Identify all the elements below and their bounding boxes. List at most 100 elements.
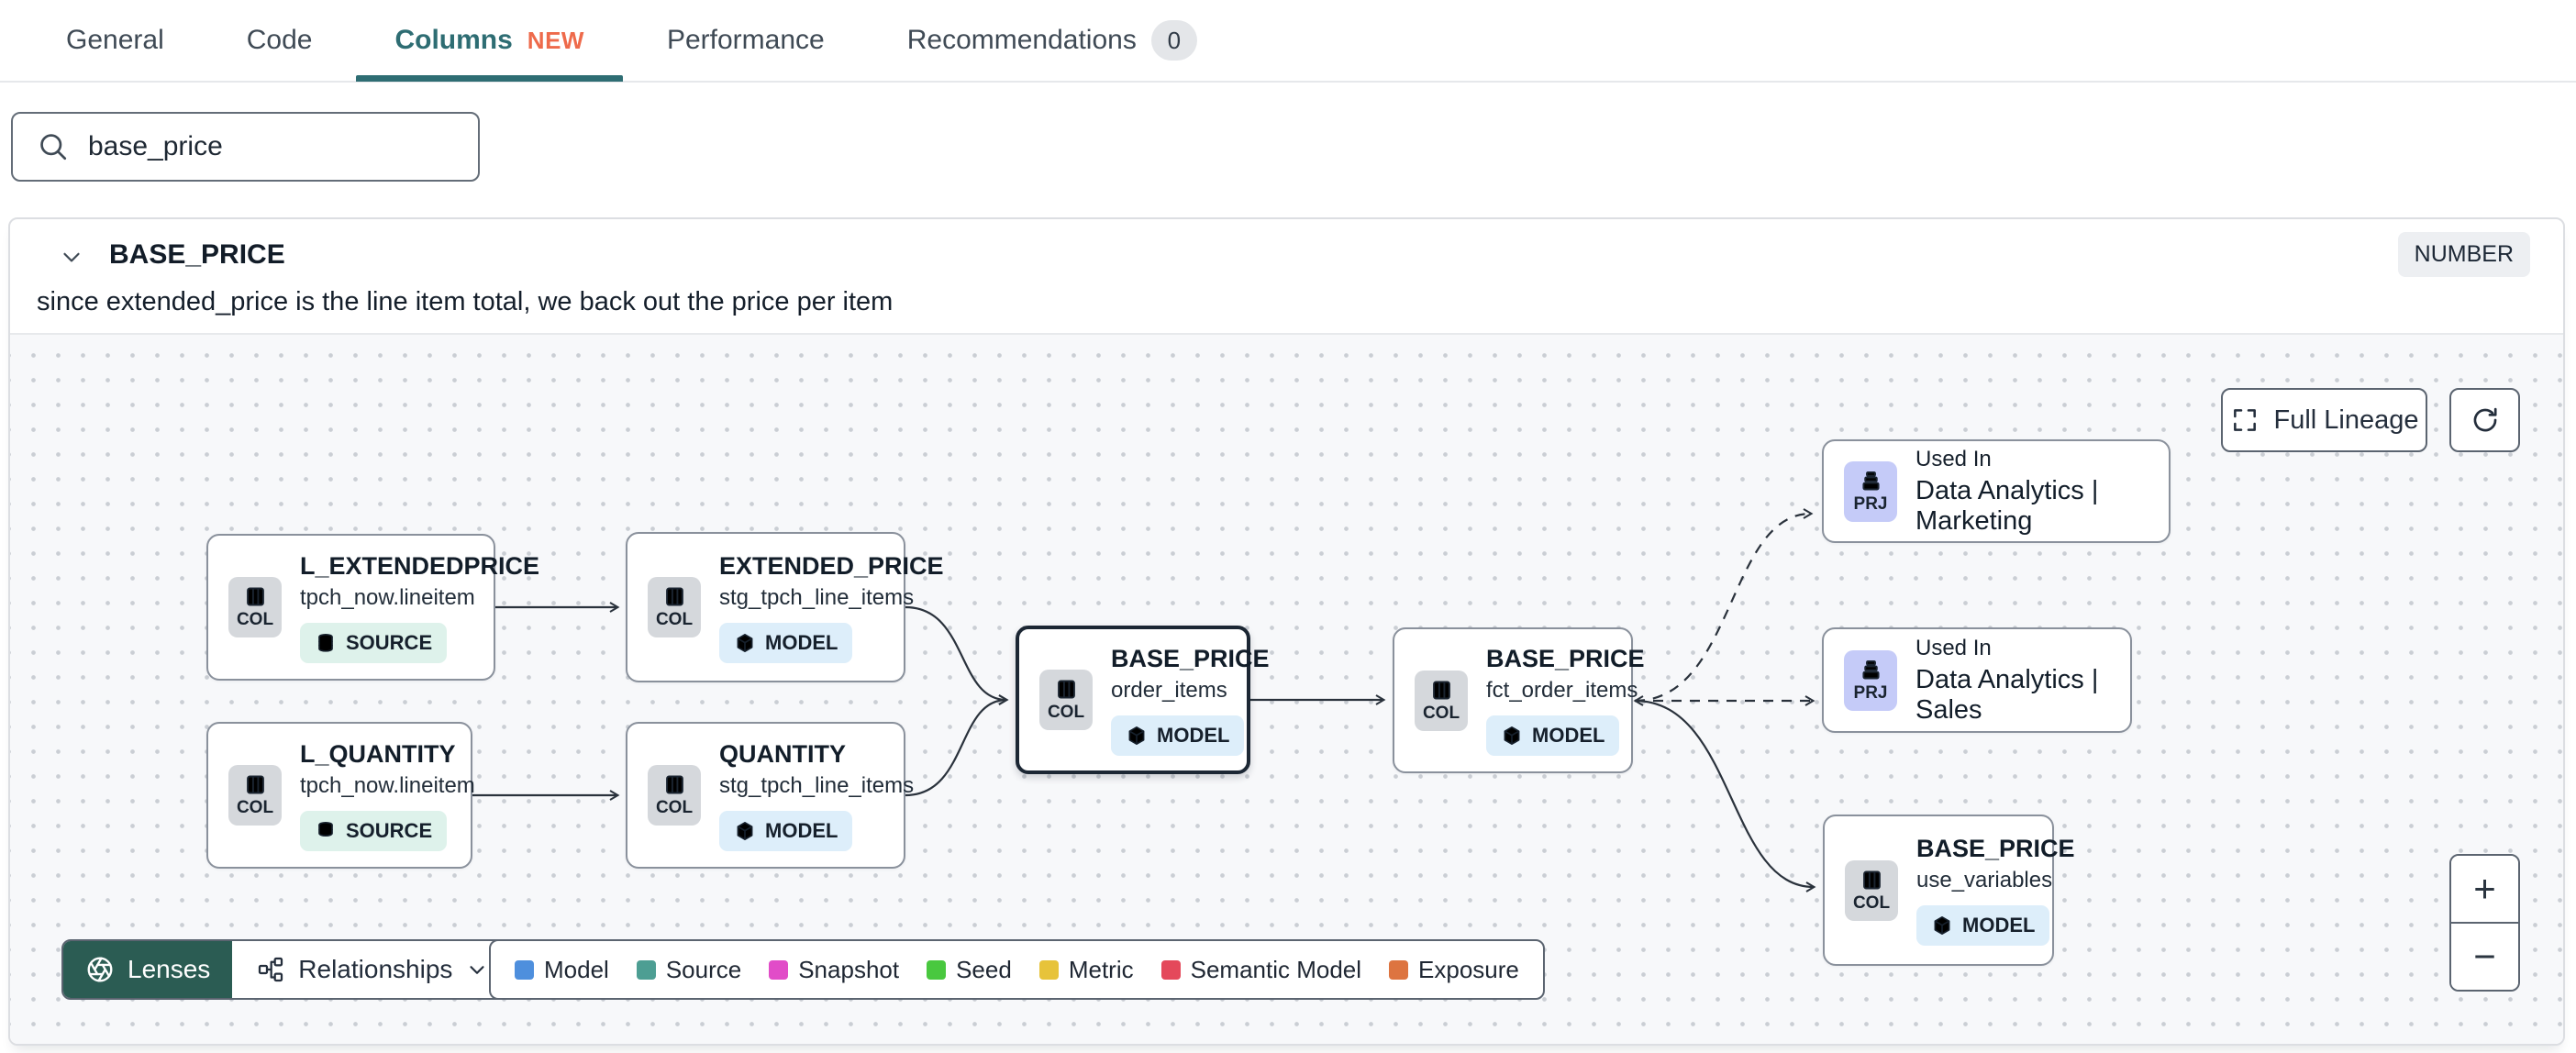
legend-item-source: Source [636,955,742,984]
kind-label: COL [655,798,694,817]
relationships-dropdown[interactable]: Relationships [232,941,514,998]
resource-type-pill: MODEL [719,622,853,663]
resource-type-pill: MODEL [719,810,853,851]
node-subtitle: fct_order_items [1486,678,1638,703]
exposure-name: Data Analytics | Marketing [1915,475,2099,536]
model-cube-icon [737,633,753,652]
legend-label: Exposure [1418,955,1519,983]
node-l-quantity[interactable]: COL L_QUANTITY tpch_now.lineitem SOURCE [206,722,475,869]
used-in-label: Used In [1915,635,1992,660]
node-title: L_EXTENDEDPRICE [300,551,540,580]
tab-label: Columns [394,25,513,55]
model-cube-icon [1128,726,1145,745]
project-icon [1861,660,1880,679]
column-description: since extended_price is the line item to… [37,287,894,316]
node-used-in-sales[interactable]: PRJ Used In Data Analytics | Sales [1822,627,2132,733]
col-kind-badge: COL [648,577,701,637]
col-kind-badge: COL [1415,670,1468,731]
prj-kind-badge: PRJ [1844,649,1897,711]
legend-label: Source [665,955,742,983]
node-subtitle: stg_tpch_line_items [719,772,915,798]
node-base-price-fct-order-items[interactable]: COL BASE_PRICE fct_order_items MODEL [1393,627,1645,773]
kind-label: COL [1047,703,1085,722]
legend-swatch [515,959,534,980]
model-cube-icon [1504,726,1520,746]
legend-label: Model [544,955,609,983]
columns-icon [246,775,264,794]
tab-performance[interactable]: Performance [667,0,825,82]
pill-label: MODEL [1157,723,1230,747]
new-badge: NEW [527,26,584,54]
kind-label: PRJ [1853,682,1888,703]
node-used-in-marketing[interactable]: PRJ Used In Data Analytics | Marketing [1822,439,2171,543]
collapse-chevron-icon[interactable] [58,243,85,271]
node-title: BASE_PRICE [1111,644,1270,672]
resource-type-pill: MODEL [1916,905,2050,946]
legend-label: Snapshot [798,955,900,983]
pill-label: MODEL [765,818,838,842]
resource-type-pill: MODEL [1111,715,1245,756]
search-input[interactable] [88,131,454,162]
relationships-icon [259,957,283,982]
node-title: BASE_PRICE [1486,645,1645,672]
aperture-icon [87,957,113,982]
model-cube-icon [1934,915,1950,936]
search-icon [40,134,67,161]
database-icon [318,633,333,652]
project-icon [1861,471,1880,490]
tab-columns[interactable]: Columns NEW [356,0,623,82]
node-subtitle: order_items [1111,677,1227,703]
col-kind-badge: COL [1039,670,1093,730]
node-l-extendedprice[interactable]: COL L_EXTENDEDPRICE tpch_now.lineitem SO… [206,534,539,681]
legend-label: Seed [956,955,1012,983]
tab-label: Recommendations [906,25,1137,55]
prj-kind-badge: PRJ [1844,460,1897,522]
count-badge: 0 [1150,20,1197,61]
database-icon [318,821,333,837]
refresh-button[interactable] [2449,388,2520,452]
tab-general[interactable]: General [66,0,164,82]
refresh-icon [2473,407,2497,432]
node-base-price-order-items[interactable]: COL BASE_PRICE order_items MODEL [1016,626,1270,774]
legend-item-metric: Metric [1038,955,1134,984]
legend-label: Semantic Model [1190,955,1362,983]
col-kind-badge: COL [648,765,701,826]
column-panel: BASE_PRICE NUMBER since extended_price i… [8,217,2565,1046]
exposure-name: Data Analytics | Sales [1915,664,2099,725]
pill-label: MODEL [1962,914,2036,937]
tab-recommendations[interactable]: Recommendations 0 [907,0,1197,82]
full-lineage-button[interactable]: Full Lineage [2221,388,2427,452]
model-cube-icon [737,821,753,840]
zoom-in-button[interactable]: + [2451,856,2518,924]
node-title: EXTENDED_PRICE [719,551,944,580]
column-panel-header: BASE_PRICE NUMBER since extended_price i… [10,219,2563,335]
legend-item-snapshot: Snapshot [769,956,899,984]
lenses-button[interactable]: Lenses [63,941,233,998]
lenses-toolbar: Lenses Relationships [61,939,516,1000]
node-base-price-use-variables[interactable]: COL BASE_PRICE use_variables MODEL [1823,815,2075,966]
search-box[interactable] [11,112,480,182]
node-type-legend: Model Source Snapshot Seed Metric [489,939,1545,1000]
full-lineage-label: Full Lineage [2273,405,2419,435]
columns-icon [1862,870,1881,889]
node-title: BASE_PRICE [1916,835,2075,862]
node-quantity[interactable]: COL QUANTITY stg_tpch_line_items MODEL [626,722,914,869]
zoom-out-button[interactable]: − [2451,924,2518,990]
resource-type-pill: SOURCE [300,810,448,851]
tab-code[interactable]: Code [247,0,313,82]
node-subtitle: use_variables [1916,868,2053,892]
node-title: QUANTITY [719,739,846,768]
zoom-controls: + − [2449,854,2520,992]
col-kind-badge: COL [228,577,282,637]
node-extended-price[interactable]: COL EXTENDED_PRICE stg_tpch_line_items M… [626,532,944,682]
lineage-canvas[interactable]: COL L_EXTENDEDPRICE tpch_now.lineitem SO… [10,335,2563,1044]
legend-item-semantic-model: Semantic Model [1160,955,1362,984]
lineage-edges [472,508,1816,892]
kind-label: COL [1852,892,1891,913]
legend-item-model: Model [515,956,609,984]
legend-label: Metric [1068,955,1134,983]
legend-swatch [1389,959,1409,980]
kind-label: COL [236,610,274,629]
legend-item-exposure: Exposure [1389,956,1519,984]
